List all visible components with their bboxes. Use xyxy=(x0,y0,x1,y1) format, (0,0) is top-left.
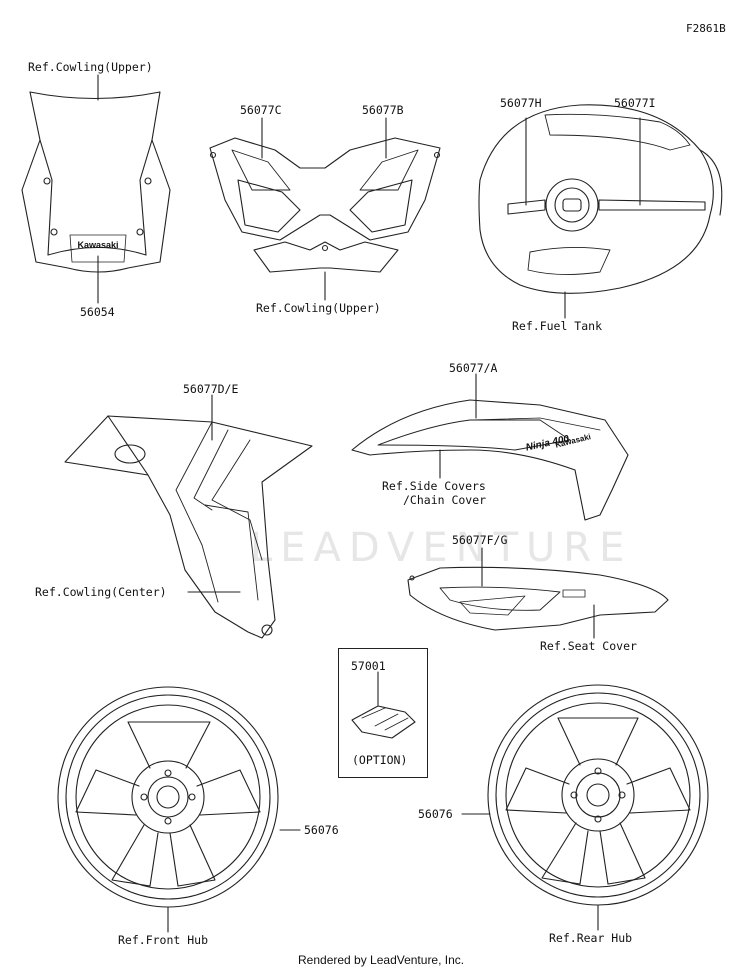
label-part-56077a[interactable]: 56077/A xyxy=(449,361,498,375)
label-part-56077fg[interactable]: 56077F/G xyxy=(452,533,508,547)
label-part-56054[interactable]: 56054 xyxy=(80,305,115,319)
figure-code: F2861B xyxy=(686,22,726,35)
label-ref-fuel-tank[interactable]: Ref.Fuel Tank xyxy=(512,319,603,333)
front-wheel-part[interactable] xyxy=(57,686,279,908)
label-ref-side-covers[interactable]: Ref.Side Covers xyxy=(382,479,486,493)
label-part-56076-front[interactable]: 56076 xyxy=(304,823,339,837)
label-ref-front-hub[interactable]: Ref.Front Hub xyxy=(118,933,209,947)
label-ref-cowling-upper-left[interactable]: Ref.Cowling(Upper) xyxy=(28,60,153,74)
tool-57001-part[interactable] xyxy=(351,705,416,739)
label-ref-chain-cover[interactable]: /Chain Cover xyxy=(403,493,487,507)
label-ref-seat-cover[interactable]: Ref.Seat Cover xyxy=(540,639,637,653)
fuel-tank-part[interactable] xyxy=(478,104,723,294)
windscreen-brand-decal: Kawasaki xyxy=(77,240,118,250)
label-part-56077h[interactable]: 56077H xyxy=(500,96,542,110)
rear-wheel-part[interactable] xyxy=(487,684,709,906)
label-part-56076-rear[interactable]: 56076 xyxy=(418,807,453,821)
seat-cover-part[interactable] xyxy=(407,566,669,631)
label-ref-cowling-upper-center[interactable]: Ref.Cowling(Upper) xyxy=(256,301,381,315)
label-part-56077de[interactable]: 56077D/E xyxy=(183,382,239,396)
label-part-56077i[interactable]: 56077I xyxy=(614,96,656,110)
label-part-57001[interactable]: 57001 xyxy=(351,659,386,673)
watermark: LEADVENTURE xyxy=(250,525,633,571)
center-cowling-part[interactable] xyxy=(64,415,313,639)
label-ref-cowling-center[interactable]: Ref.Cowling(Center) xyxy=(35,585,167,599)
upper-cowling-part[interactable] xyxy=(209,137,441,273)
label-ref-rear-hub[interactable]: Ref.Rear Hub xyxy=(549,931,633,945)
label-part-56077b[interactable]: 56077B xyxy=(362,103,404,117)
windscreen-part[interactable] xyxy=(21,91,171,273)
label-part-56077c[interactable]: 56077C xyxy=(240,103,282,117)
label-option: (OPTION) xyxy=(352,753,408,767)
option-box xyxy=(338,648,428,778)
credit-text: Rendered by LeadVenture, Inc. xyxy=(298,953,465,967)
side-cover-part[interactable] xyxy=(351,399,629,521)
